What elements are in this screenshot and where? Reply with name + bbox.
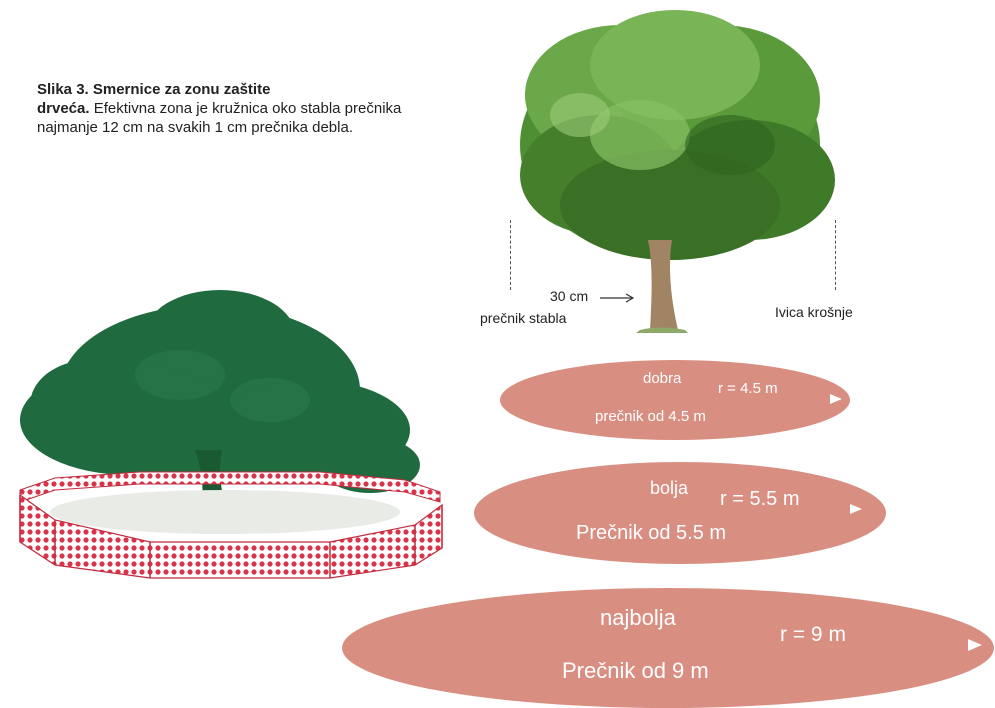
- canopy-edge-line-left: [510, 220, 511, 290]
- zone-best-quality: najbolja: [600, 605, 676, 630]
- zone-best-radius: r = 9 m: [780, 623, 846, 646]
- zone-better-diameter: Prečnik od 5.5 m: [576, 522, 727, 544]
- zone-good-diameter: prečnik od 4.5 m: [595, 408, 706, 425]
- tree-trunk: [648, 240, 678, 330]
- caption-title: Slika 3. Smernice za zonu zaštite: [37, 81, 271, 98]
- arrow-icon: [600, 293, 635, 303]
- protected-tree-illustration: [19, 290, 443, 579]
- zone-good-radius: r = 4.5 m: [718, 380, 778, 397]
- trunk-diameter-value: 30 cm: [550, 288, 589, 304]
- zone-better-radius: r = 5.5 m: [720, 488, 800, 510]
- tree-canopy: [520, 10, 835, 260]
- zone-good-quality: dobra: [643, 370, 682, 387]
- zone-better-quality: bolja: [650, 478, 689, 498]
- caption-bold-word: drveća.: [37, 100, 90, 117]
- fence-back: [19, 471, 441, 503]
- caption-body: Efektivna zona je kružnica oko stabla pr…: [37, 100, 402, 136]
- zone-best-arrow-icon: [968, 639, 982, 651]
- canopy-edge-label: Ivica krošnje: [775, 304, 853, 320]
- zone-better-ellipse: bolja r = 5.5 m Prečnik od 5.5 m: [474, 462, 886, 564]
- trunk-diameter-label: prečnik stabla: [480, 310, 567, 326]
- canopy-edge-line-right: [835, 220, 836, 290]
- zone-good-arrow-icon: [830, 394, 842, 404]
- zone-best-ellipse: najbolja r = 9 m Prečnik od 9 m: [342, 588, 994, 708]
- tree-illustration: [520, 10, 835, 333]
- figure-caption: Slika 3. Smernice za zonu zaštite drveća…: [37, 80, 417, 137]
- zone-better-arrow-icon: [850, 504, 862, 514]
- zone-good-ellipse: dobra r = 4.5 m prečnik od 4.5 m: [500, 360, 850, 440]
- zone-best-diameter: Prečnik od 9 m: [562, 658, 709, 683]
